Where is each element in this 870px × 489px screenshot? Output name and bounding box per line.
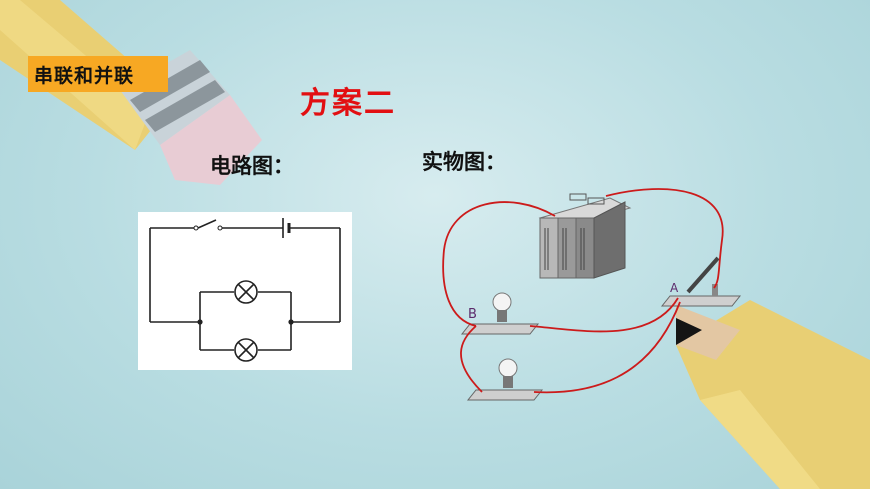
lamp-symbol	[234, 338, 258, 362]
lamp-holder-bottom-icon	[466, 358, 544, 401]
battery-pack-icon	[538, 193, 632, 279]
lamp-symbol	[234, 280, 258, 304]
pencil-icon	[676, 300, 870, 489]
lamp-holder-b-icon	[460, 292, 540, 335]
switch-symbol	[197, 219, 217, 229]
circuit-diagram-label: 电路图：	[210, 154, 294, 178]
marker-b: B	[468, 307, 477, 322]
section-tag: 串联和并联	[28, 56, 168, 92]
circuit-diagram-panel	[138, 212, 352, 370]
physical-diagram-label: 实物图：	[422, 150, 506, 174]
wires	[442, 188, 724, 394]
physical-circuit-illustration: A B	[442, 188, 742, 401]
marker-a: A	[670, 281, 679, 295]
circuit-schematic	[149, 218, 341, 362]
slide-title: 方案二	[300, 86, 396, 121]
knife-switch-icon	[660, 256, 742, 307]
